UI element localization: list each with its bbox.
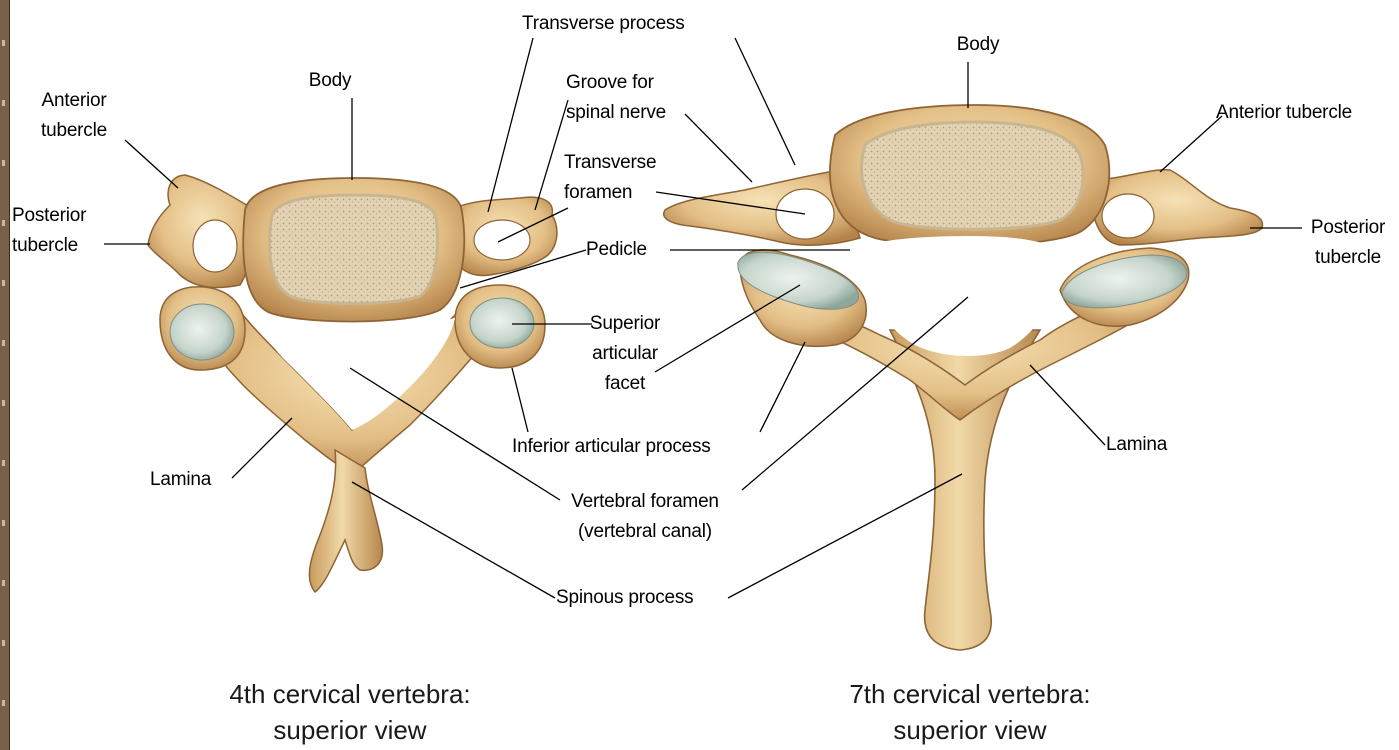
label-c7-body: Body: [945, 30, 1011, 60]
label-inferior-articular-process: Inferior articular process: [512, 432, 711, 462]
c4-right-superior-facet: [470, 298, 534, 348]
leader-inferior-process-c7: [760, 342, 805, 432]
leader-c7-lamina: [1030, 365, 1105, 445]
label-c7-posterior-tubercle-line2: tubercle: [1300, 243, 1396, 273]
leader-c7-anterior-tubercle: [1160, 116, 1222, 172]
label-c7-posterior-tubercle: Posterior tubercle: [1300, 213, 1396, 273]
label-vertebral-foramen-line2: (vertebral canal): [545, 517, 745, 547]
label-c4-posterior-tubercle-line1: Posterior: [12, 201, 86, 231]
caption-c7-line2: superior view: [760, 712, 1180, 748]
label-transverse-foramen-line1: Transverse: [564, 148, 656, 178]
leader-spinous-c4: [352, 482, 555, 598]
label-c7-lamina: Lamina: [1106, 430, 1167, 460]
label-c4-anterior-tubercle: Anterior tubercle: [28, 86, 120, 146]
label-c4-anterior-tubercle-line2: tubercle: [28, 116, 120, 146]
label-pedicle: Pedicle: [586, 235, 647, 265]
label-superior-line2: articular: [588, 339, 662, 369]
leader-transverse-process-c4: [488, 38, 533, 212]
c4-left-transverse-foramen: [193, 220, 237, 272]
caption-c4-line2: superior view: [140, 712, 560, 748]
label-c4-anterior-tubercle-line1: Anterior: [28, 86, 120, 116]
c4-vertebra: [148, 175, 557, 592]
label-vertebral-foramen: Vertebral foramen (vertebral canal): [545, 487, 745, 547]
caption-c4-line1: 4th cervical vertebra:: [140, 676, 560, 712]
c4-body-trabecular-surface: [269, 195, 437, 304]
leader-spinous-c7: [728, 474, 962, 598]
label-groove-line2: spinal nerve: [566, 98, 666, 128]
caption-c4: 4th cervical vertebra: superior view: [140, 676, 560, 748]
c4-spinous-process: [309, 450, 382, 592]
label-c4-posterior-tubercle: Posterior tubercle: [12, 201, 86, 261]
c7-vertebra: [664, 105, 1263, 650]
leader-c4-anterior-tubercle: [125, 140, 178, 188]
label-c4-posterior-tubercle-line2: tubercle: [12, 231, 86, 261]
label-c7-posterior-tubercle-line1: Posterior: [1300, 213, 1396, 243]
label-groove-line1: Groove for: [566, 68, 666, 98]
leader-inferior-process-c4: [512, 368, 528, 432]
label-c4-lamina: Lamina: [150, 465, 211, 495]
label-superior-articular-facet: Superior articular facet: [588, 309, 662, 399]
label-spinous-process: Spinous process: [556, 583, 693, 613]
leader-groove-c7: [685, 114, 752, 182]
caption-c7: 7th cervical vertebra: superior view: [760, 676, 1180, 748]
leader-transverse-process-c7: [735, 38, 795, 165]
leader-c4-lamina: [232, 418, 292, 478]
c7-body-trabecular-surface: [862, 122, 1083, 229]
c7-right-transverse-foramen: [1102, 194, 1154, 238]
label-superior-line3: facet: [588, 369, 662, 399]
label-vertebral-foramen-line1: Vertebral foramen: [545, 487, 745, 517]
caption-c7-line1: 7th cervical vertebra:: [760, 676, 1180, 712]
c4-left-superior-facet: [170, 304, 234, 360]
label-c4-body: Body: [300, 66, 360, 96]
label-groove-for-spinal-nerve: Groove for spinal nerve: [566, 68, 666, 128]
label-transverse-foramen: Transverse foramen: [564, 148, 656, 208]
label-superior-line1: Superior: [588, 309, 662, 339]
label-transverse-process: Transverse process: [522, 9, 685, 39]
label-c7-anterior-tubercle: Anterior tubercle: [1216, 98, 1352, 128]
label-transverse-foramen-line2: foramen: [564, 178, 656, 208]
